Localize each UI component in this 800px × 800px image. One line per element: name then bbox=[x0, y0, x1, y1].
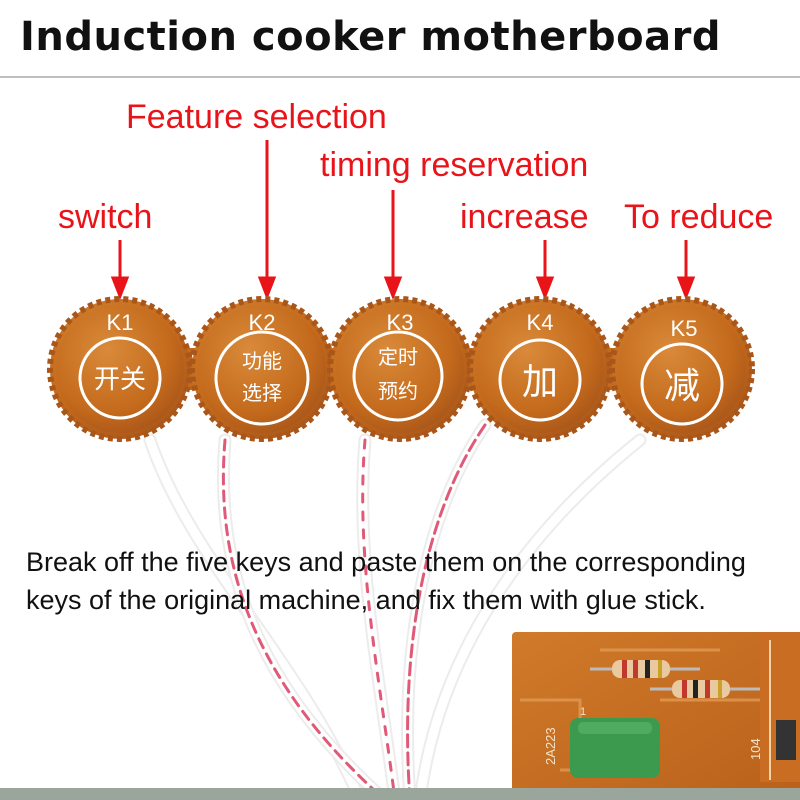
key-k1-text: 开关 bbox=[94, 365, 146, 395]
key-k3-text-1: 定时 bbox=[378, 345, 418, 369]
instruction-line-1: Break off the five keys and paste them o… bbox=[26, 547, 746, 577]
bottom-strip bbox=[0, 788, 800, 800]
callout-feature-selection: Feature selection bbox=[126, 98, 387, 136]
key-k2-text-2: 选择 bbox=[242, 381, 282, 405]
key-k5-text: 减 bbox=[664, 366, 700, 407]
arrow-timing-icon bbox=[383, 276, 403, 301]
key-k2: K2 功能 选择 bbox=[189, 296, 335, 442]
resistor-1 bbox=[590, 660, 700, 678]
callout-increase: increase bbox=[460, 198, 589, 236]
ribbon-wires bbox=[143, 418, 647, 800]
key-k3: K3 定时 预约 bbox=[327, 296, 473, 442]
key-k1-id: K1 bbox=[107, 310, 134, 335]
resistor-2 bbox=[650, 680, 760, 698]
key-k4-text: 加 bbox=[522, 362, 558, 403]
key-k4: K4 加 bbox=[467, 296, 613, 442]
capacitor bbox=[570, 718, 660, 778]
arrow-switch-icon bbox=[110, 276, 130, 301]
key-k3-text-2: 预约 bbox=[378, 379, 418, 403]
page-title: Induction cooker motherboard bbox=[20, 14, 721, 60]
arrow-feature-icon bbox=[257, 276, 277, 301]
arrow-increase-icon bbox=[535, 276, 555, 301]
board-label-a: 2A223 bbox=[543, 727, 558, 765]
callout-switch: switch bbox=[58, 198, 153, 236]
title-divider bbox=[0, 76, 800, 78]
instruction-line-2: keys of the original machine, and fix th… bbox=[26, 585, 706, 615]
key-k2-text-1: 功能 bbox=[242, 349, 282, 373]
callout-to-reduce: To reduce bbox=[624, 198, 774, 236]
key-k5-id: K5 bbox=[671, 316, 698, 341]
circuit-board: 2A223 1 104 bbox=[512, 632, 800, 800]
callout-arrows bbox=[110, 140, 696, 301]
callout-timing-reservation: timing reservation bbox=[320, 146, 589, 184]
board-label-b: 104 bbox=[748, 738, 763, 760]
key-k4-id: K4 bbox=[527, 310, 554, 335]
board-pin-label: 1 bbox=[580, 706, 586, 718]
arrow-reduce-icon bbox=[676, 276, 696, 301]
key-k5: K5 减 bbox=[609, 296, 755, 442]
key-k1: K1 开关 bbox=[47, 296, 193, 442]
instruction-note: Break off the five keys and paste them o… bbox=[26, 543, 796, 619]
